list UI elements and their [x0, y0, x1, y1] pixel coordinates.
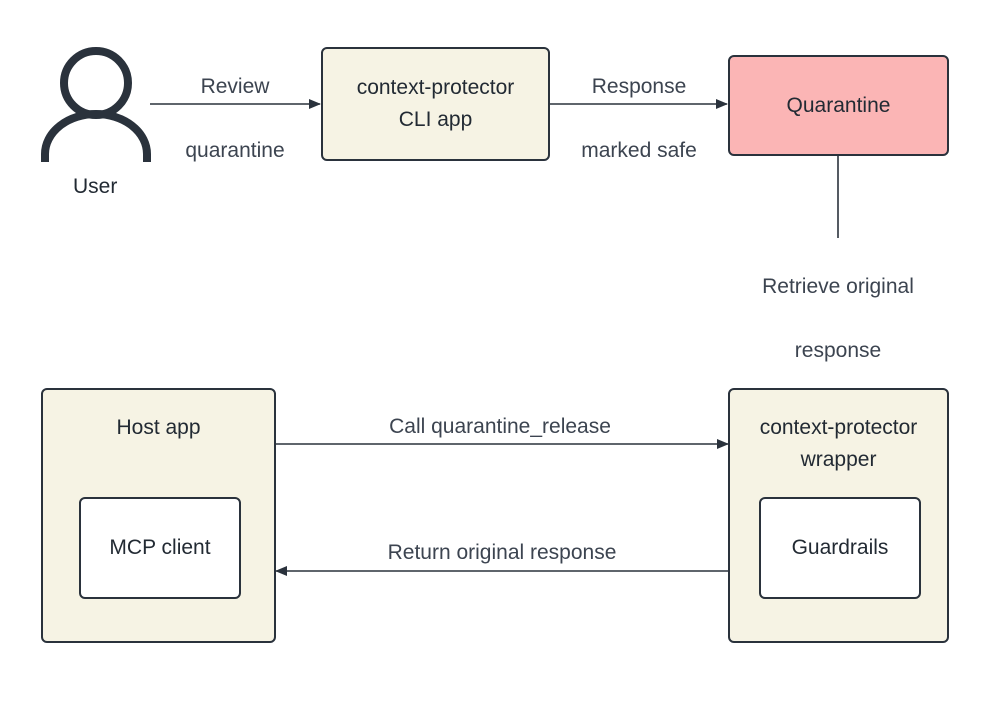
wrapper-box: context-protector wrapper Guardrails [728, 388, 949, 643]
user-label: User [73, 175, 118, 198]
wrapper-label: context-protector wrapper [759, 416, 918, 471]
mcp-client-box: MCP client [79, 497, 241, 599]
cli-app-label: context-protector CLI app [356, 76, 515, 131]
host-app-box: Host app MCP client [41, 388, 276, 643]
guardrails-box: Guardrails [759, 497, 921, 599]
host-app-label: Host app [116, 416, 201, 439]
cli-app-box: context-protector CLI app [321, 47, 550, 161]
return-original-response-label: Return original response [387, 541, 617, 564]
call-quarantine-release-label: Call quarantine_release [389, 415, 611, 438]
review-quarantine-label: Review quarantine [185, 75, 285, 162]
user-icon [41, 47, 151, 162]
guardrails-label: Guardrails [791, 536, 889, 559]
quarantine-box: Quarantine [728, 55, 949, 156]
response-marked-safe-label: Response marked safe [581, 75, 697, 162]
quarantine-label: Quarantine [786, 93, 891, 117]
mcp-client-label: MCP client [109, 536, 211, 559]
retrieve-original-response-label: Retrieve original response [738, 239, 938, 399]
